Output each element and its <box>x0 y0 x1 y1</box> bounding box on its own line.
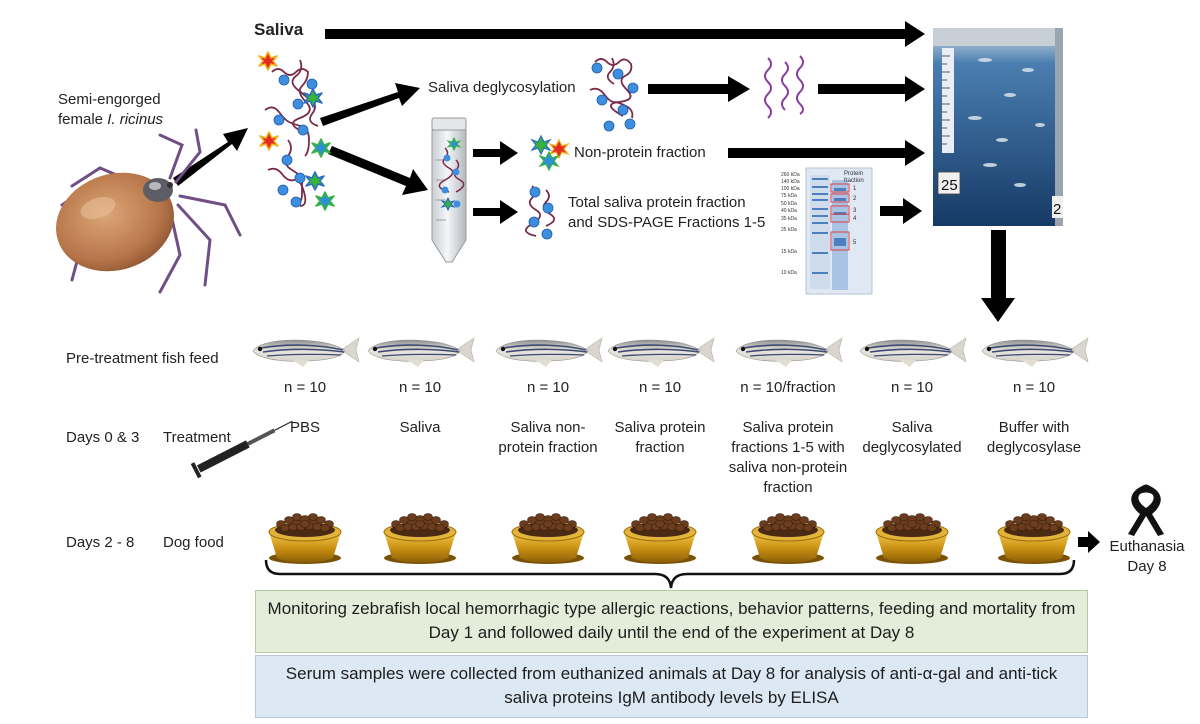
zebrafish-icon <box>252 337 360 367</box>
non-protein-stars <box>530 134 570 172</box>
gel-marker-label: 100 kDa <box>781 186 800 192</box>
dog-food-label: Dog food <box>163 534 224 551</box>
non-protein-label: Non-protein fraction <box>574 144 706 161</box>
gel-marker-label: 15 kDa <box>781 249 797 255</box>
group-treatment-label: PBS <box>289 419 320 436</box>
sds-page-gel: 260 kDa 140 kDa 100 kDa 75 kDa 50 kDa 40… <box>781 167 873 295</box>
group-n-label: n = 10 <box>638 379 682 396</box>
dog-food-bowl-icon <box>751 513 825 564</box>
dog-food-bowls <box>268 513 1071 564</box>
days-2-8-label: Days 2 - 8 <box>66 534 135 551</box>
gel-header: fraction <box>844 178 864 184</box>
dog-food-bowl-icon <box>268 513 342 564</box>
centrifuge-tube <box>431 117 467 263</box>
group-n-label: n = 10 <box>526 379 570 396</box>
pretreatment-label: Pre-treatment fish feed <box>66 350 219 367</box>
zebrafish-icon <box>367 337 475 367</box>
euthanasia-label: Euthanasia Day 8 <box>1100 537 1194 577</box>
group-treatment-label: Saliva protein fraction <box>614 419 706 456</box>
arrows <box>173 21 1100 553</box>
dog-food-bowl-icon <box>875 513 949 564</box>
fish-row <box>252 337 1089 367</box>
gel-marker-label: 10 kDa <box>781 270 797 276</box>
zebrafish-icon <box>607 337 715 367</box>
zebrafish-icon <box>495 337 603 367</box>
euthanasia-line1: Euthanasia <box>1109 538 1185 555</box>
arrow-tank-to-fish <box>981 230 1015 322</box>
gel-marker-label: 75 kDa <box>781 193 797 199</box>
tank-side-digit: 2 <box>1053 201 1061 218</box>
gel-header: Protein <box>844 171 863 177</box>
arrow-deglyco-to-stripped <box>648 76 750 102</box>
group-n-label: n = 10 <box>398 379 442 396</box>
dog-food-bowl-icon <box>997 513 1071 564</box>
gel-fraction-label: 3 <box>853 208 857 214</box>
arrow-to-deglycosylation <box>320 83 420 126</box>
gel-marker-label: 260 kDa <box>781 172 800 178</box>
group-treatment-label: Buffer with deglycosylase <box>986 419 1082 456</box>
treatment-label: Treatment <box>163 429 231 446</box>
group-treatment-label: Saliva non-protein fraction <box>498 419 598 456</box>
group-n-label: n = 10 <box>890 379 934 396</box>
tick-label: Semi-engorged female I. ricinus <box>58 90 163 130</box>
protein-molecules <box>525 185 556 240</box>
arrow-nonprotein-to-tank <box>728 140 925 166</box>
group-treatment-label: Saliva protein fractions 1-5 with saliva… <box>728 419 848 496</box>
group-treatment-label: Saliva deglycosylated <box>862 419 962 456</box>
zebrafish-icon <box>859 337 967 367</box>
zebrafish-icon <box>981 337 1089 367</box>
zebrafish-icon <box>735 337 843 367</box>
saliva-title: Saliva <box>254 20 304 39</box>
dog-food-bowl-icon <box>383 513 457 564</box>
syringe-icon <box>190 420 293 479</box>
ribbon-icon <box>1128 484 1164 536</box>
arrow-stripped-to-tank <box>818 76 925 102</box>
tick-illustration <box>56 128 242 294</box>
arrow-to-euthanasia <box>1078 531 1100 553</box>
group-n-label: n = 10 <box>1012 379 1056 396</box>
gel-marker-label: 25 kDa <box>781 227 797 233</box>
days-0-3-label: Days 0 & 3 <box>66 429 140 446</box>
deglycosylation-molecules <box>589 57 639 132</box>
gel-marker-label: 50 kDa <box>781 201 797 207</box>
arrow-saliva-to-tank <box>325 21 925 47</box>
gel-fraction-label: 5 <box>853 240 857 246</box>
arrow-tube-to-protein <box>473 200 518 224</box>
gel-marker-label: 40 kDa <box>781 208 797 214</box>
monitoring-box: Monitoring zebrafish local hemorrhagic t… <box>255 590 1088 653</box>
protein-label-line2: and SDS-PAGE Fractions 1-5 <box>568 214 766 231</box>
group-treatment-label: Saliva <box>399 419 441 436</box>
gel-marker-label: 35 kDa <box>781 216 797 222</box>
protein-label-line1: Total saliva protein fraction <box>568 194 746 211</box>
group-brace <box>264 559 1076 589</box>
arrow-to-tube <box>328 146 428 195</box>
deglycosylated-molecules <box>764 55 804 119</box>
arrow-gel-to-tank <box>880 198 922 224</box>
tank-number: 25 <box>941 177 958 194</box>
tick-label-line1: Semi-engorged <box>58 91 161 108</box>
aquarium-tank: 25 2 <box>933 28 1063 226</box>
gel-marker-label: 140 kDa <box>781 179 800 185</box>
arrow-tick-to-saliva <box>173 128 248 186</box>
protein-label: Total saliva protein fraction and SDS-PA… <box>568 193 765 233</box>
serum-box: Serum samples were collected from euthan… <box>255 655 1088 718</box>
arrow-tube-to-nonprotein <box>473 141 518 165</box>
tick-species: I. ricinus <box>107 111 164 128</box>
group-n-label: n = 10 <box>283 379 327 396</box>
euthanasia-line2: Day 8 <box>1127 558 1167 575</box>
gel-fraction-label: 2 <box>853 196 857 202</box>
saliva-molecules <box>258 51 335 211</box>
dog-food-bowl-icon <box>511 513 585 564</box>
group-n-label: n = 10/fraction <box>740 379 836 396</box>
dog-food-bowl-icon <box>623 513 697 564</box>
deglycosylation-label: Saliva deglycosylation <box>428 79 576 96</box>
gel-fraction-label: 1 <box>853 186 857 192</box>
tick-label-line2: female <box>58 111 108 128</box>
gel-fraction-label: 4 <box>853 216 857 222</box>
